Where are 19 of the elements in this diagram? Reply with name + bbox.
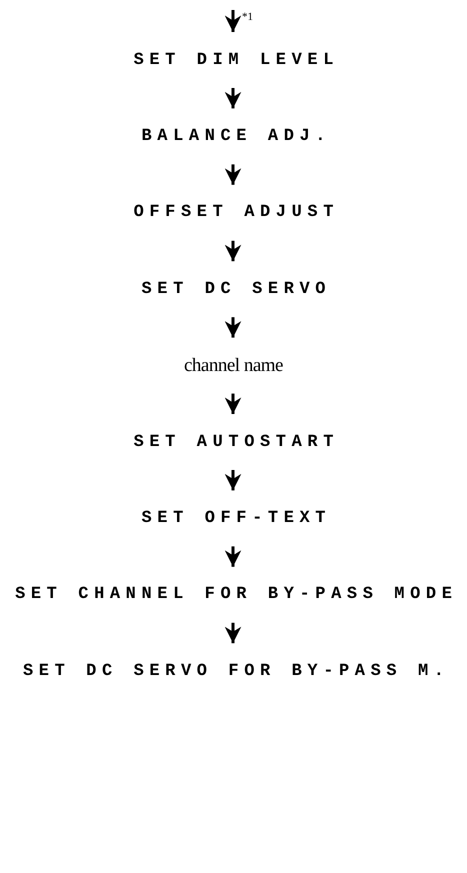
step-label: SET CHANNEL FOR BY-PASS MODE [15, 585, 458, 604]
value-label: channel name [184, 354, 283, 377]
step-label: OFFSET ADJUST [134, 203, 339, 222]
step-label: SET DC SERVO FOR BY-PASS M. [22, 662, 450, 681]
step-label: SET OFF-TEXT [141, 508, 332, 528]
step-label: BALANCE ADJ. [141, 126, 332, 146]
arrow [224, 240, 242, 262]
arrow [224, 10, 242, 32]
step-label: SET DC SERVO [141, 280, 332, 299]
arrow [224, 546, 242, 567]
arrow [224, 394, 242, 414]
arrow [224, 622, 242, 644]
step-label: SET DIM LEVEL [134, 50, 339, 70]
footnote-mark: *1 [242, 12, 253, 23]
arrow [224, 88, 242, 108]
arrow [224, 470, 242, 490]
step-label: SET AUTOSTART [134, 432, 339, 452]
arrow [224, 164, 242, 185]
arrow [224, 317, 242, 338]
